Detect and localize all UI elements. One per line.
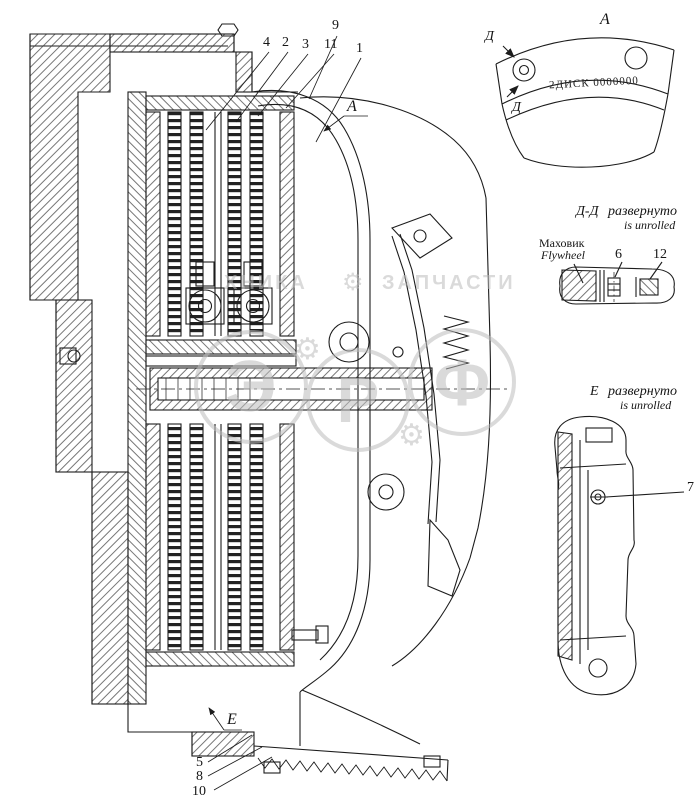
leader-lines bbox=[205, 35, 368, 791]
view-marker-e: Е bbox=[227, 711, 237, 728]
flywheel-bolt bbox=[423, 755, 441, 768]
release-bearing bbox=[328, 321, 370, 363]
section-mark-d-top: Д bbox=[485, 29, 494, 44]
detail-e-note-en: is unrolled bbox=[620, 398, 672, 412]
callout-1: 1 bbox=[356, 41, 363, 56]
callout-12: 12 bbox=[653, 247, 667, 262]
clutch-disc bbox=[167, 423, 182, 651]
part-label-flywheel-en: Flywheel bbox=[541, 248, 585, 262]
flywheel-section bbox=[561, 269, 597, 302]
clutch-disc bbox=[189, 423, 204, 651]
section-d-arrow-top bbox=[502, 45, 515, 58]
view-marker-a: А bbox=[347, 98, 357, 115]
callout-2: 2 bbox=[282, 35, 289, 50]
clutch-disc bbox=[227, 111, 242, 337]
callout-9: 9 bbox=[332, 18, 339, 33]
detail-e-note-ru: развернуто bbox=[608, 384, 678, 399]
callout-4: 4 bbox=[263, 35, 270, 50]
detail-dd-title: Д-Д bbox=[576, 204, 599, 219]
callout-7: 7 bbox=[687, 480, 694, 495]
hub-window bbox=[236, 289, 270, 323]
callout-11: 11 bbox=[324, 37, 338, 52]
pressure-plate-top bbox=[145, 95, 295, 111]
detail-dd-note-ru: развернуто bbox=[608, 204, 678, 219]
view-a-arrow bbox=[323, 115, 345, 132]
return-spring bbox=[441, 315, 471, 370]
flywheel-rim bbox=[253, 745, 449, 761]
clutch-disc bbox=[189, 111, 204, 337]
bolt-hole bbox=[624, 46, 648, 70]
clutch-disc bbox=[249, 111, 264, 337]
rivet-hole bbox=[512, 58, 536, 82]
section-d-arrow-bottom bbox=[506, 85, 519, 98]
bolt-12 bbox=[639, 278, 659, 296]
main-cross-section bbox=[29, 23, 508, 782]
part-label-flywheel-ru: Маховик bbox=[539, 236, 585, 250]
callout-3: 3 bbox=[302, 37, 309, 52]
view-e-arrow bbox=[208, 707, 225, 731]
detail-dd-note-en: is unrolled bbox=[624, 218, 676, 232]
callout-6: 6 bbox=[615, 247, 622, 262]
section-mark-d-bottom: Д bbox=[512, 100, 521, 115]
clutch-cover bbox=[251, 89, 371, 693]
detail-view-dd-art bbox=[559, 261, 675, 305]
pressure-plate-bottom bbox=[145, 651, 295, 667]
detail-view-a-art bbox=[495, 37, 675, 168]
hub-window bbox=[188, 289, 222, 323]
detail-e-title: Е bbox=[590, 384, 599, 399]
callout-5: 5 bbox=[196, 755, 203, 770]
release-fork bbox=[391, 235, 433, 525]
detail-view-e-art bbox=[554, 415, 685, 696]
ring-gear-teeth bbox=[257, 757, 448, 782]
detail-a-title: А bbox=[600, 11, 610, 28]
callout-10: 10 bbox=[192, 784, 206, 799]
clutch-disc bbox=[227, 423, 242, 651]
flywheel-bolt bbox=[263, 761, 281, 774]
callout-8: 8 bbox=[196, 769, 203, 784]
clutch-disc bbox=[249, 423, 264, 651]
clutch-disc bbox=[167, 111, 182, 337]
